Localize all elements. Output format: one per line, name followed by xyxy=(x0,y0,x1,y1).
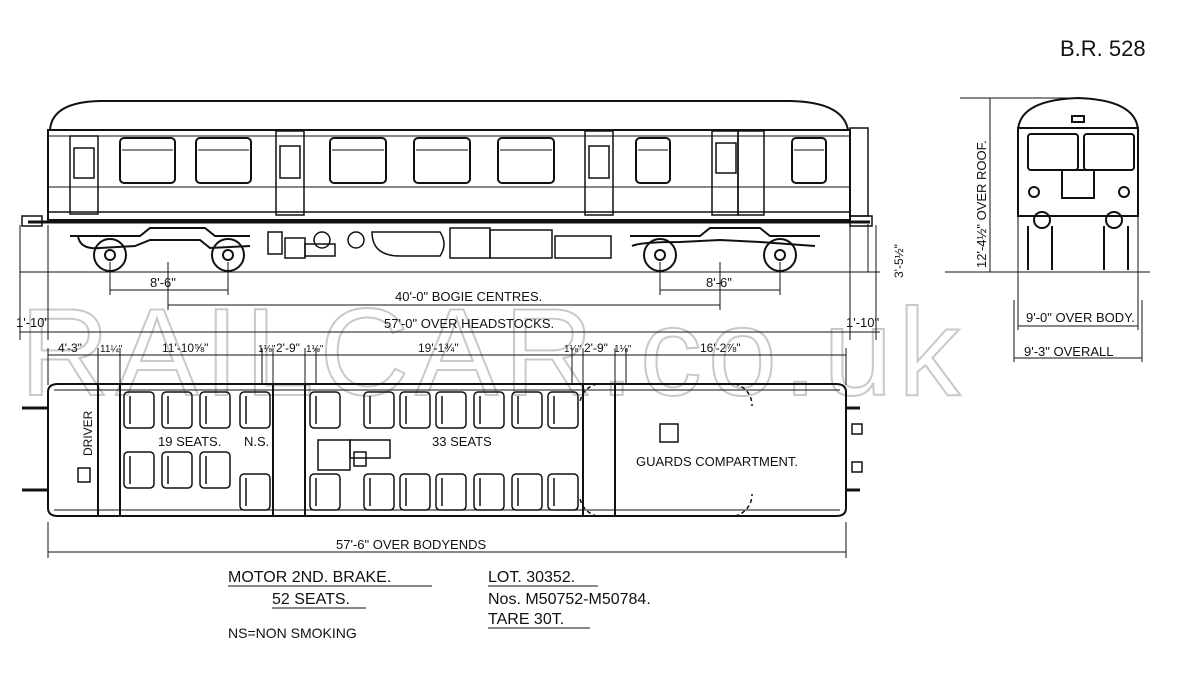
seat xyxy=(363,473,395,511)
rail-to-floor-dimension: 3'-5½" xyxy=(892,244,906,278)
non-smoking-mark: N.S. xyxy=(244,434,269,449)
seating-layout xyxy=(123,391,579,511)
lot-number: LOT. 30352. xyxy=(488,569,575,586)
bogie-centres-dimension: 40'-0" BOGIE CENTRES. xyxy=(395,289,542,304)
overhang-left-dimension: 1'-10" xyxy=(16,315,50,330)
plan-dim: 11'-10⅝" xyxy=(162,341,208,355)
left-bogie xyxy=(70,227,251,272)
width-over-body-dimension: 9'-0" OVER BODY. xyxy=(1026,310,1135,325)
overhang-right-dimension: 1'-10" xyxy=(846,315,880,330)
seat xyxy=(161,451,193,489)
underframe-equipment xyxy=(267,227,612,259)
vehicle-type: MOTOR 2ND. BRAKE. xyxy=(228,569,391,586)
plan-dim: 1⅛" xyxy=(564,344,582,355)
seat xyxy=(199,391,231,429)
bodyends-dimension-line xyxy=(47,522,847,558)
watermark: RAILCAR.co.uk xyxy=(20,284,966,422)
seat xyxy=(511,391,543,429)
plan-dim: 16'-2⅞" xyxy=(700,341,741,355)
width-overall-dimension: 9'-3" OVERALL xyxy=(1024,344,1113,359)
plan-dim: 4'-3" xyxy=(58,341,82,355)
drawing-ref: B.R. 528 xyxy=(1060,36,1146,61)
side-dimensions xyxy=(19,224,880,340)
seats-non-smoking-label: 19 SEATS. xyxy=(158,434,221,449)
plan-body xyxy=(22,383,863,517)
end-dimensions xyxy=(945,97,1150,362)
seat xyxy=(123,391,155,429)
seat xyxy=(123,451,155,489)
seat xyxy=(199,451,231,489)
seat xyxy=(363,391,395,429)
plan-dim: 2'-9" xyxy=(276,341,300,355)
side-elevation xyxy=(21,100,873,227)
bogie-wheelbase-left: 8'-6" xyxy=(150,275,176,290)
headstocks-dimension: 57'-0" OVER HEADSTOCKS. xyxy=(384,316,554,331)
seat xyxy=(399,391,431,429)
seat xyxy=(309,473,341,511)
running-numbers: Nos. M50752-M50784. xyxy=(488,591,651,608)
plan-dim: 1⅛" xyxy=(614,344,632,355)
seat xyxy=(435,473,467,511)
seats-smoking-label: 33 SEATS xyxy=(432,434,492,449)
right-bogie xyxy=(630,227,820,272)
seat xyxy=(473,473,505,511)
seat xyxy=(239,391,271,429)
plan-dim: 1⅛" xyxy=(258,344,276,355)
end-elevation xyxy=(1017,96,1139,270)
plan-dim: 19'-1¾" xyxy=(418,341,459,355)
seat xyxy=(473,391,505,429)
plan-dim: 2'-9" xyxy=(584,341,608,355)
seat xyxy=(309,391,341,429)
seat xyxy=(435,391,467,429)
seat xyxy=(547,391,579,429)
guards-compartment-label: GUARDS COMPARTMENT. xyxy=(636,454,798,469)
bodyends-dimension: 57'-6" OVER BODYENDS xyxy=(336,537,486,552)
driver-label: DRIVER xyxy=(81,410,95,456)
seat xyxy=(399,473,431,511)
total-seats: 52 SEATS. xyxy=(272,591,350,608)
seat xyxy=(511,473,543,511)
seat xyxy=(239,473,271,511)
plan-dimension-chain xyxy=(47,348,847,385)
plan-dim: 11¼" xyxy=(100,343,123,355)
non-smoking-key: NS=NON SMOKING xyxy=(228,625,357,641)
seat xyxy=(161,391,193,429)
seat xyxy=(547,473,579,511)
bogie-wheelbase-right: 8'-6" xyxy=(706,275,732,290)
height-over-roof-dimension: 12'-4½" OVER ROOF. xyxy=(974,140,989,268)
plan-dim: 1⅛" xyxy=(306,344,324,355)
tare-weight: TARE 30T. xyxy=(488,611,564,628)
